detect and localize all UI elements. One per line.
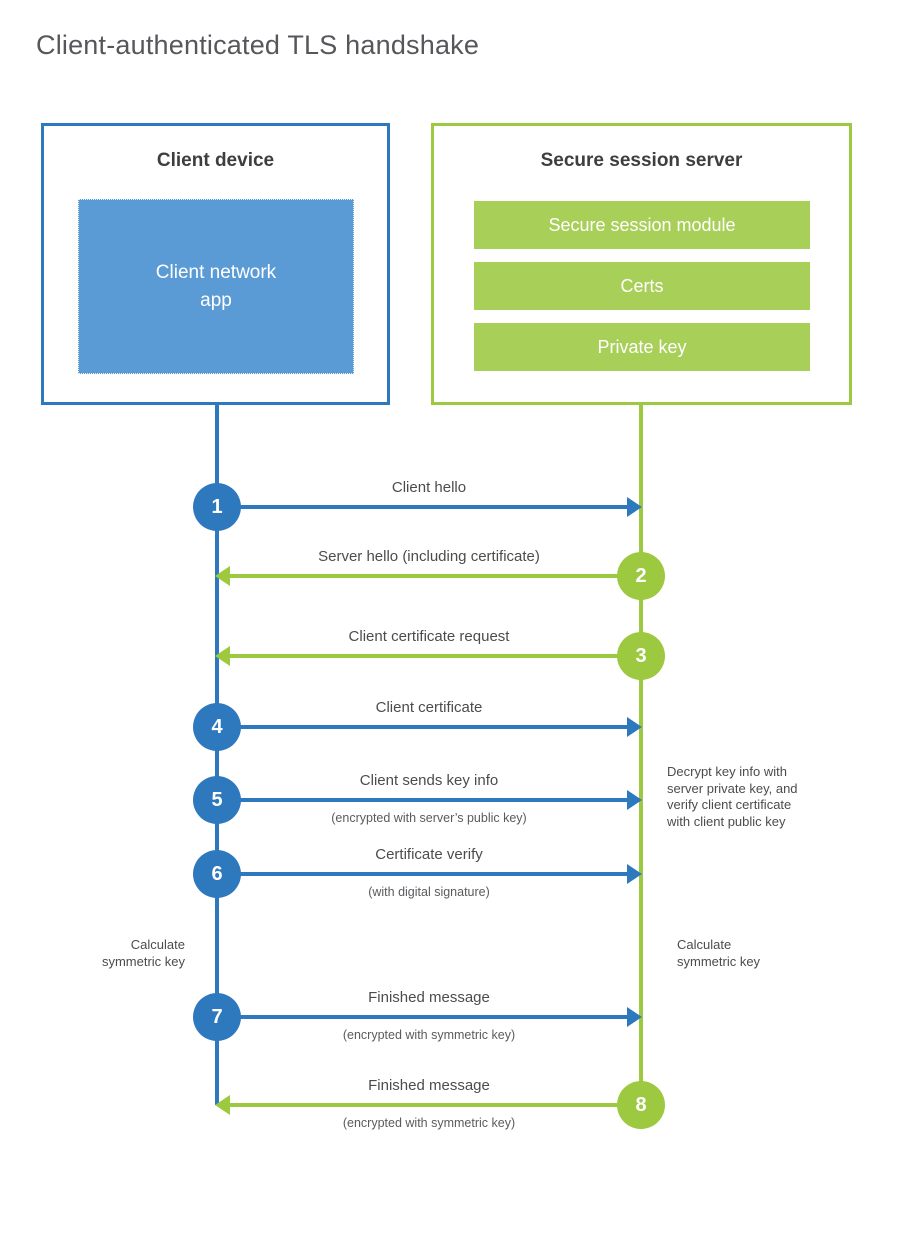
- message-arrow-line: [217, 1015, 627, 1019]
- step-number-badge: 2: [617, 552, 665, 600]
- page-title: Client-authenticated TLS handshake: [36, 30, 480, 60]
- step-number-badge: 3: [617, 632, 665, 680]
- step-sublabel: (encrypted with server’s public key): [331, 811, 527, 825]
- calc-symmetric-key-client: Calculate symmetric key: [101, 937, 185, 969]
- server-lifeline: [639, 405, 643, 1105]
- arrowhead-icon: [215, 566, 230, 586]
- step-label: Client certificate request: [348, 628, 510, 645]
- step-label: Client sends key info: [359, 772, 499, 789]
- arrowhead-icon: [627, 790, 642, 810]
- arrowhead-icon: [215, 646, 230, 666]
- step-number-badge: 8: [617, 1081, 665, 1129]
- step-label: Client hello: [391, 479, 467, 496]
- calc-symmetric-key-server: Calculate symmetric key: [677, 937, 761, 969]
- step-number-badge: 5: [193, 776, 241, 824]
- step-label: Client certificate: [375, 699, 483, 716]
- arrowhead-icon: [627, 1007, 642, 1027]
- step-sublabel: (encrypted with symmetric key): [342, 1116, 516, 1130]
- secure-session-server-title: Secure session server: [540, 150, 743, 171]
- message-arrow-line: [230, 654, 641, 658]
- message-arrow-line: [230, 1103, 641, 1107]
- message-arrow-line: [217, 872, 627, 876]
- decrypt-key-note: Decrypt key info with server private key…: [667, 764, 798, 829]
- step-number-badge: 1: [193, 483, 241, 531]
- arrowhead-icon: [627, 864, 642, 884]
- client-network-app-box: Client network app: [78, 199, 354, 374]
- message-arrow-line: [217, 505, 627, 509]
- step-number-badge: 4: [193, 703, 241, 751]
- certs-bar: Certs: [474, 262, 810, 310]
- message-arrow-line: [230, 574, 641, 578]
- secure-session-module-bar: Secure session module: [474, 201, 810, 249]
- step-number-badge: 7: [193, 993, 241, 1041]
- message-arrow-line: [217, 725, 627, 729]
- client-lifeline: [215, 405, 219, 1105]
- step-label: Server hello (including certificate): [318, 548, 540, 565]
- arrowhead-icon: [215, 1095, 230, 1115]
- client-device-title: Client device: [156, 150, 275, 171]
- step-sublabel: (encrypted with symmetric key): [342, 1028, 516, 1042]
- step-label: Finished message: [368, 1077, 490, 1094]
- step-label: Finished message: [368, 989, 490, 1006]
- arrowhead-icon: [627, 497, 642, 517]
- step-label: Certificate verify: [375, 846, 483, 863]
- step-sublabel: (with digital signature): [368, 885, 490, 899]
- arrowhead-icon: [627, 717, 642, 737]
- private-key-bar: Private key: [474, 323, 810, 371]
- message-arrow-line: [217, 798, 627, 802]
- step-number-badge: 6: [193, 850, 241, 898]
